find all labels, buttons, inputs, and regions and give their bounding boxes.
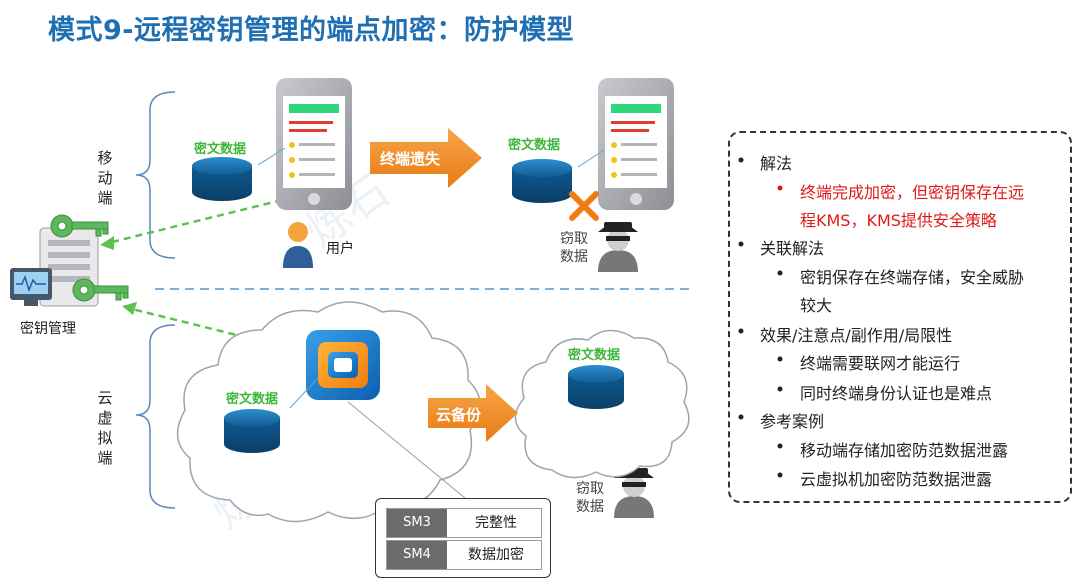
algorithm-row: SM4 数据加密	[386, 540, 542, 570]
algorithm-tag: SM4	[387, 541, 447, 569]
panel-effects-item-1: 终端需要联网才能运行	[800, 354, 961, 373]
panel-cases-item-2: 云虚拟机加密防范数据泄露	[800, 470, 993, 489]
panel-solution-line-2: 程KMS，KMS提供安全策略	[800, 211, 997, 230]
thief-icon-top	[598, 222, 638, 272]
mobile-brace	[135, 91, 176, 259]
pointer-line-vm	[289, 377, 319, 409]
key-management-label: 密钥管理	[20, 321, 76, 337]
cipher-label-top-right: 密文数据	[508, 138, 561, 153]
database-icon-top-left	[192, 157, 252, 201]
thief-icon-bottom	[614, 468, 654, 518]
key-icon-top	[50, 214, 109, 238]
pointer-line-top-right	[577, 149, 605, 168]
panel-related-line-2: 较大	[800, 296, 833, 315]
phone-icon-right	[598, 78, 674, 210]
pointer-line-top-left	[257, 147, 286, 166]
lost-arrow-label: 终端遗失	[380, 150, 441, 168]
cloud-brace	[135, 324, 176, 509]
user-label: 用户	[326, 241, 354, 257]
panel-effects-item-2: 同时终端身份认证也是难点	[800, 384, 993, 403]
key-icon-bottom	[72, 278, 129, 302]
pointer-line-sm	[347, 401, 466, 499]
steal-label-bottom-1: 窃取	[576, 481, 604, 497]
user-icon	[283, 222, 313, 268]
steal-label-top-2: 数据	[560, 249, 588, 265]
panel-cases-item-1: 移动端存储加密防范数据泄露	[800, 441, 1009, 460]
cloud-left	[176, 301, 482, 523]
algorithm-tag: SM3	[387, 509, 447, 537]
explanation-panel: 解法 终端完成加密，但密钥保存在远 程KMS，KMS提供安全策略 关联解法 密钥…	[728, 131, 1072, 503]
backup-arrow	[428, 384, 518, 442]
cloud-label: 云虚拟端	[97, 389, 113, 467]
cipher-label-bottom-left: 密文数据	[226, 392, 279, 407]
steal-label-top-1: 窃取	[560, 231, 588, 247]
panel-heading-related: 关联解法	[760, 239, 825, 258]
algorithm-row: SM3 完整性	[386, 508, 542, 538]
block-x-top	[569, 191, 599, 221]
cipher-label-bottom-right: 密文数据	[568, 348, 621, 363]
phone-icon-left	[276, 78, 352, 210]
panel-bullets	[738, 157, 783, 478]
panel-related-line-1: 密钥保存在终端存储，安全威胁	[800, 268, 1025, 287]
algorithm-table: SM3 完整性 SM4 数据加密	[375, 498, 551, 578]
page-title: 模式9-远程密钥管理的端点加密：防护模型	[48, 15, 574, 46]
database-icon-bottom-left	[224, 409, 280, 453]
panel-heading-solution: 解法	[760, 154, 793, 173]
panel-heading-cases: 参考案例	[760, 412, 825, 431]
key-request-arrow-top	[100, 198, 283, 250]
database-icon-top-right	[512, 159, 572, 203]
algorithm-purpose: 完整性	[475, 515, 517, 531]
vm-icon	[306, 330, 380, 400]
algorithm-purpose: 数据加密	[468, 547, 524, 563]
lost-arrow	[370, 128, 482, 188]
monitor-icon	[10, 268, 52, 306]
mobile-label: 移动端	[97, 149, 113, 207]
panel-solution-line-1: 终端完成加密，但密钥保存在远	[800, 183, 1025, 202]
database-icon-bottom-right	[568, 365, 624, 409]
backup-arrow-label: 云备份	[436, 406, 482, 424]
panel-heading-effects: 效果/注意点/副作用/局限性	[760, 326, 953, 345]
steal-label-bottom-2: 数据	[576, 499, 604, 515]
cipher-label-top-left: 密文数据	[194, 142, 247, 157]
